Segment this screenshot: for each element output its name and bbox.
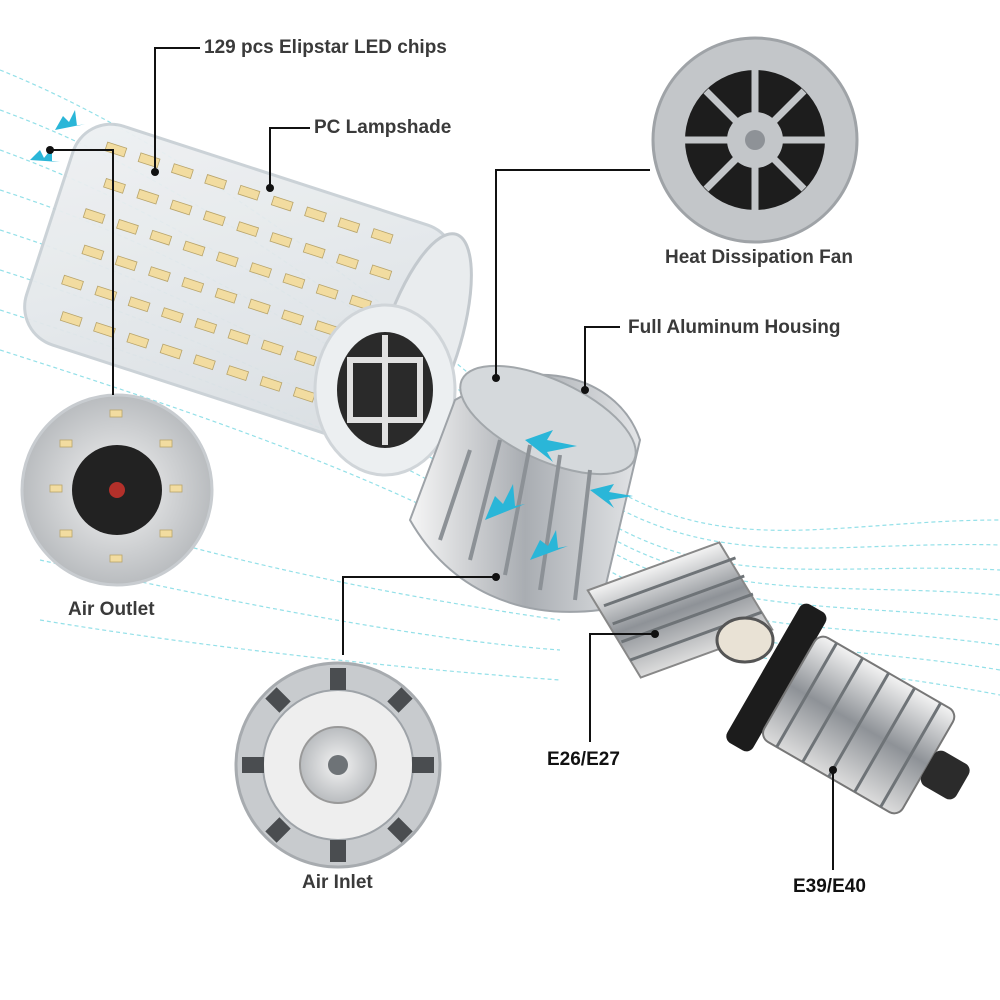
label-housing: Full Aluminum Housing [628, 317, 841, 338]
label-led-chips: 129 pcs Elipstar LED chips [204, 37, 447, 58]
air-inlet-disc [234, 661, 442, 869]
air-outlet-disc [20, 393, 214, 587]
e26-base [586, 541, 775, 679]
callout-dots [46, 146, 837, 774]
label-e39-e40: E39/E40 [793, 876, 866, 897]
aluminum-housing [408, 364, 642, 613]
label-e26-e27: E26/E27 [547, 749, 620, 770]
e39-adapter [726, 603, 970, 815]
airflow-arrow-icons [30, 110, 633, 560]
label-air-inlet: Air Inlet [302, 872, 373, 893]
label-heat-fan: Heat Dissipation Fan [665, 247, 853, 268]
lampshade-endcap [313, 303, 457, 477]
heat-fan [651, 36, 859, 244]
label-air-outlet: Air Outlet [68, 599, 155, 620]
led-chip-rows [59, 141, 394, 403]
label-lampshade: PC Lampshade [314, 117, 452, 138]
callout-lines [50, 47, 834, 870]
